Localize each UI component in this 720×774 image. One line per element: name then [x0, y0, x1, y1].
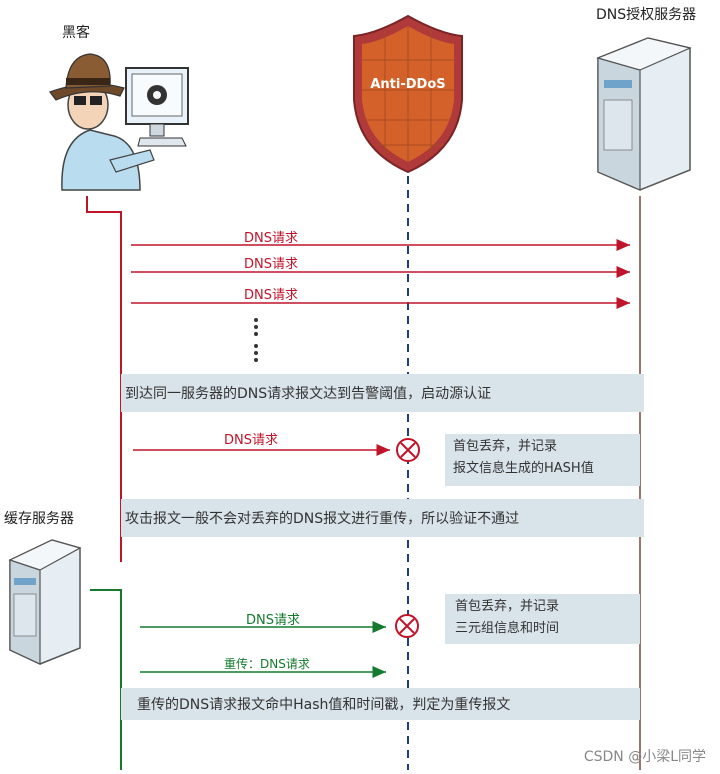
ellipsis-dots: [254, 318, 258, 362]
watermark: CSDN @小梁L同学: [583, 749, 706, 765]
step-band-2: 攻击报文一般不会对丢弃的DNS报文进行重传，所以验证不通过: [121, 499, 644, 537]
note-2-line-2: 三元组信息和时间: [455, 621, 560, 636]
arrow-label-2: DNS请求: [244, 257, 298, 272]
cache-server-label: 缓存服务器: [4, 511, 74, 527]
arrow-label-1: DNS请求: [244, 231, 298, 246]
hacker-label: 黑客: [62, 25, 90, 41]
note-1-line-2: 报文信息生成的HASH值: [453, 461, 594, 476]
arrow-label-3: DNS请求: [244, 288, 298, 303]
dns-server-icon: [596, 37, 692, 191]
step-band-1: 到达同一服务器的DNS请求报文达到告警阈值，启动源认证: [121, 374, 644, 412]
block-icon-1: [396, 438, 420, 462]
cache-server-icon: [8, 539, 82, 665]
arrow-label-6: 重传：DNS请求: [224, 657, 310, 671]
shield-label: Anti-DDoS: [370, 77, 446, 92]
block-icon-2: [395, 614, 419, 638]
step-band-3: 重传的DNS请求报文命中Hash值和时间戳，判定为重传报文: [121, 688, 640, 720]
anti-ddos-shield-icon: [353, 14, 463, 174]
note-2-line-1: 首包丢弃，并记录: [455, 599, 560, 614]
hacker-icon: [49, 53, 189, 191]
dns-server-label: DNS授权服务器: [596, 7, 697, 23]
cache-lifeline: [90, 589, 122, 770]
note-1: 首包丢弃，并记录 报文信息生成的HASH值: [445, 434, 640, 486]
note-1-line-1: 首包丢弃，并记录: [453, 439, 558, 454]
note-2: 首包丢弃，并记录 三元组信息和时间: [445, 594, 640, 644]
arrow-label-4: DNS请求: [224, 433, 278, 448]
hacker-lifeline: [86, 196, 122, 562]
arrow-label-5: DNS请求: [246, 613, 300, 628]
